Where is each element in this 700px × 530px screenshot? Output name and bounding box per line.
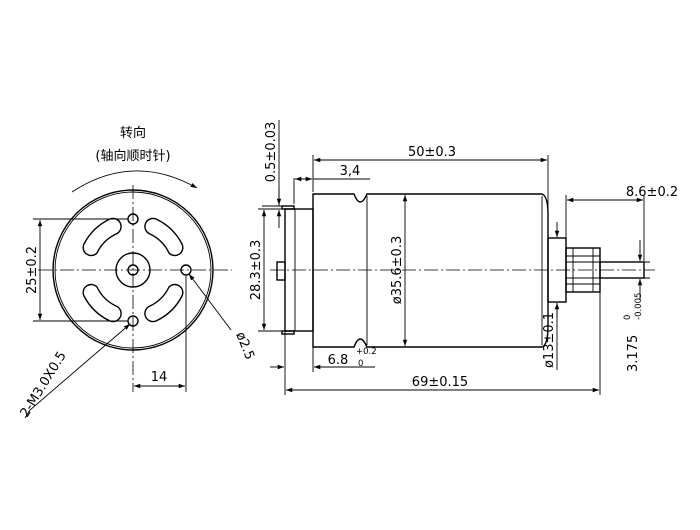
dim-boss-length: 6.8	[328, 353, 349, 368]
dim-body-diameter: ø35.6±0.3	[390, 236, 405, 304]
motor-body	[312, 193, 549, 348]
dim-shaft-diameter-upper: 0	[623, 315, 633, 320]
front-view: 转向 (轴向顺时针) 25±0.2 14 ø2.5 2-M3.0X0.5	[18, 125, 257, 420]
dim-screw-holes: 2-M3.0X0.5	[18, 349, 70, 420]
dim-total-length: 69±0.15	[412, 375, 468, 390]
dim-small-hole: ø2.5	[232, 330, 257, 362]
vent-slot-lower-right	[144, 283, 184, 323]
vent-slot-upper-right	[144, 217, 184, 257]
terminal-bottom	[281, 330, 295, 335]
rotation-arrow	[71, 170, 198, 193]
side-view: 50±0.3 3,4 0.5±0.03 28.3±0.3 ø35.6±0.3 6…	[249, 120, 678, 395]
vent-slot-lower-left	[82, 283, 122, 323]
dim-lead-offset: 3,4	[340, 164, 361, 179]
dim-body-length: 50±0.3	[408, 145, 456, 160]
dim-boss-length-upper: +0.2	[356, 347, 377, 357]
gear-teeth	[566, 248, 600, 292]
terminal-top	[281, 205, 295, 210]
dim-bearing-diameter: ø13±0.1	[542, 312, 557, 368]
dim-hole-spacing: 14	[151, 370, 168, 385]
dim-lead-thickness: 0.5±0.03	[264, 122, 279, 183]
dim-shaft-diameter-lower: -0.005	[634, 293, 644, 320]
rotation-sub-label: (轴向顺时针)	[95, 148, 170, 164]
dim-boss-length-lower: 0	[358, 359, 363, 369]
rotation-label: 转向	[120, 125, 146, 141]
vent-slot-upper-left	[82, 217, 122, 257]
dim-shaft-diameter: 3.175	[626, 335, 641, 372]
dim-shaft-length: 8.6±0.2	[626, 185, 678, 200]
dim-hole-height: 25±0.2	[25, 246, 40, 294]
rear-shaft-stub	[276, 261, 286, 281]
dim-boss-height: 28.3±0.3	[249, 240, 264, 301]
